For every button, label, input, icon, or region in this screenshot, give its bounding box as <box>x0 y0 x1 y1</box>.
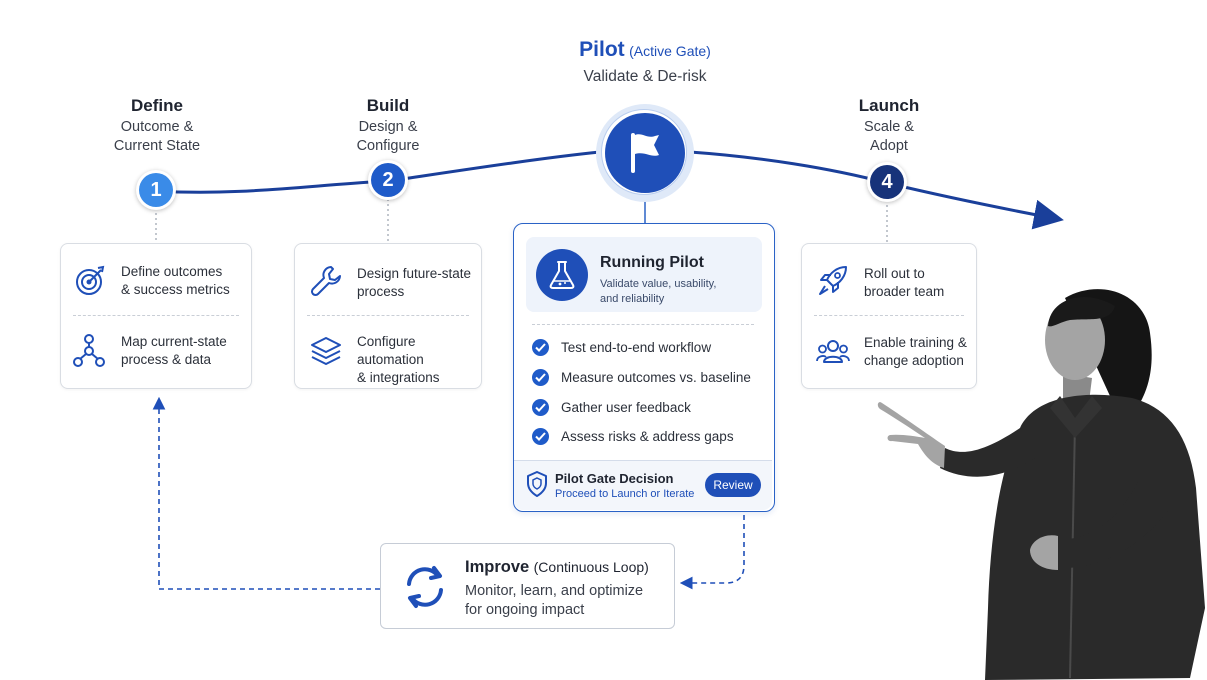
flag-icon <box>631 133 659 173</box>
running-pilot-card: Running Pilot Validate value, usability,… <box>513 223 775 512</box>
gate-subtitle: Proceed to Launch or Iterate <box>555 488 695 500</box>
check-icon <box>532 369 549 386</box>
check-item: Gather user feedback <box>532 399 691 416</box>
stage-4-badge: 4 <box>867 162 907 202</box>
stage-build-title: Build <box>366 96 410 115</box>
layers-icon <box>311 337 341 365</box>
pilot-card-desc: Validate value, usability, and reliabili… <box>600 278 717 305</box>
stage-launch-title: Launch <box>858 96 920 115</box>
process-flow-icon <box>73 334 105 367</box>
stage-build-subtitle: Design & Configure <box>356 119 420 154</box>
define-divider <box>73 315 239 316</box>
shield-icon <box>527 471 547 497</box>
target-icon <box>76 265 105 295</box>
define-item-outcomes: Define outcomes & success metrics <box>73 264 230 299</box>
loop-arrow-right <box>679 515 745 590</box>
launch-card: Roll out to broader team Enable training… <box>801 243 977 389</box>
launch-divider <box>814 315 964 316</box>
check-icon <box>532 399 549 416</box>
flask-icon <box>549 261 575 289</box>
stage-2-badge: 2 <box>368 160 408 200</box>
rocket-icon <box>819 266 847 295</box>
check-icon <box>532 428 549 445</box>
pilot-card-title: Running Pilot <box>600 254 704 271</box>
pilot-tag: (Active Gate) <box>629 43 711 59</box>
presenter-figure <box>877 289 1205 680</box>
define-card: Define outcomes & success metrics Map cu… <box>60 243 252 389</box>
pilot-divider <box>532 324 754 325</box>
launch-item-rollout: Roll out to broader team <box>816 264 944 301</box>
stage-define-subtitle: Outcome & Current State <box>113 119 201 154</box>
build-divider <box>307 315 469 316</box>
gate-title: Pilot Gate Decision <box>555 471 674 486</box>
stage-1-badge: 1 <box>136 170 176 210</box>
pilot-summary-panel: Running Pilot Validate value, usability,… <box>526 237 762 312</box>
define-item-map: Map current-state process & data <box>73 333 227 369</box>
review-button[interactable]: Review <box>705 473 761 497</box>
flask-badge <box>536 249 588 301</box>
check-item: Measure outcomes vs. baseline <box>532 369 751 386</box>
check-item: Assess risks & address gaps <box>532 428 734 445</box>
improve-title: Improve <box>465 558 530 576</box>
refresh-icon <box>407 566 443 608</box>
gate-decision-bar: Pilot Gate Decision Proceed to Launch or… <box>514 460 772 510</box>
build-card: Design future-state process Configure au… <box>294 243 482 389</box>
launch-item-training: Enable training & change adoption <box>816 335 967 370</box>
pilot-subtitle: Validate & De-risk <box>583 68 707 85</box>
pilot-title: Pilot <box>579 38 625 61</box>
improve-heading: Improve (Continuous Loop) <box>465 558 649 577</box>
build-item-design: Design future-state process <box>309 264 471 301</box>
pilot-header: Pilot (Active Gate) Validate & De-risk <box>520 38 770 86</box>
check-item: Test end-to-end workflow <box>532 339 711 356</box>
team-icon <box>816 340 850 363</box>
loop-arrow-left <box>152 396 380 590</box>
check-icon <box>532 339 549 356</box>
stage-launch-subtitle: Scale & Adopt <box>864 119 914 154</box>
improve-desc: Monitor, learn, and optimize for ongoing… <box>465 583 644 618</box>
improve-card: Improve (Continuous Loop) Monitor, learn… <box>380 543 675 629</box>
stage-define-title: Define <box>131 96 183 115</box>
pilot-flag-badge <box>596 104 694 202</box>
build-item-configure: Configure automation & integrations <box>309 334 481 387</box>
wrench-icon <box>310 266 341 297</box>
improve-tag: (Continuous Loop) <box>533 559 649 575</box>
